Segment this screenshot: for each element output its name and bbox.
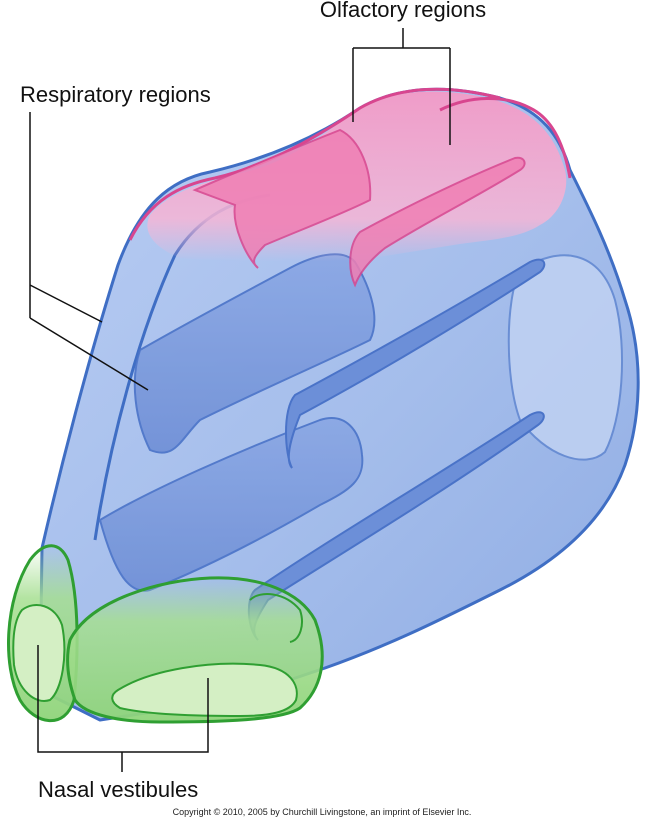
vestibules-leader-line [37, 645, 209, 772]
olfactory-lower-fold [349, 156, 526, 288]
olfactory-upper-fold [192, 128, 372, 269]
nasal-vestibules-label: Nasal vestibules [38, 777, 198, 802]
olfactory-outline-left [128, 87, 501, 241]
respiratory-label-group: Respiratory regions [20, 82, 211, 391]
posterior-wall [507, 254, 624, 461]
vestibules-label-group: Nasal vestibules [37, 645, 209, 802]
superior-concha [133, 253, 376, 454]
vestibule-left-inner [12, 604, 66, 702]
copyright-notice: Copyright © 2010, 2005 by Churchill Livi… [173, 807, 472, 817]
olfactory-leader-line [352, 28, 451, 145]
respiratory-leader-line [29, 112, 149, 391]
olfactory-outline-right [439, 97, 572, 179]
respiratory-regions-label: Respiratory regions [20, 82, 211, 107]
olfactory-regions-label: Olfactory regions [320, 0, 486, 22]
vestibule-rim [249, 593, 303, 643]
olfactory-label-group: Olfactory regions [320, 0, 486, 145]
vestibule-right-inner [111, 662, 298, 718]
upper-scroll-shelf [285, 258, 546, 469]
